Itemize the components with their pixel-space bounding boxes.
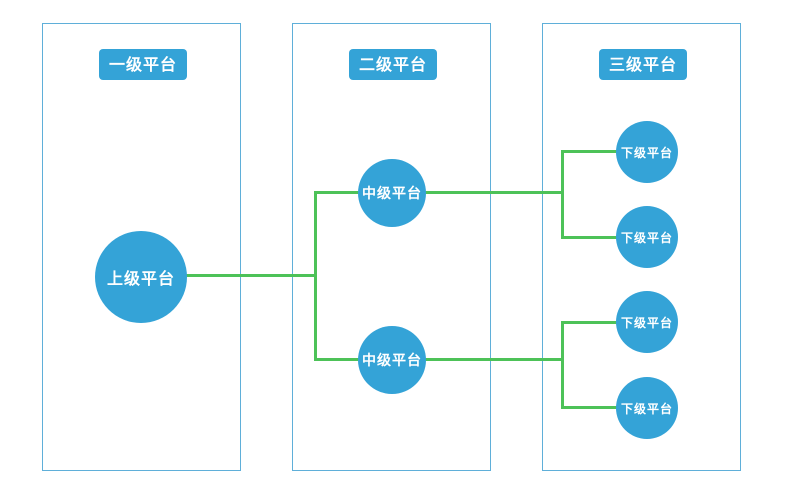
connector-root-to-mid-1 xyxy=(314,191,360,194)
node-sub-platform-2: 下级平台 xyxy=(616,206,678,268)
connector-root-branch-vertical xyxy=(314,191,317,361)
node-mid-platform-2: 中级平台 xyxy=(358,326,426,394)
header-level-2: 二级平台 xyxy=(349,49,437,80)
connector-mid-1-to-sub-2 xyxy=(561,236,618,239)
node-sub-platform-4: 下级平台 xyxy=(616,377,678,439)
connector-mid-2-to-sub-3 xyxy=(561,321,618,324)
connector-mid-2-to-sub-4 xyxy=(561,406,618,409)
header-level-1: 一级平台 xyxy=(99,49,187,80)
connector-mid-1-branch-vertical xyxy=(561,150,564,239)
connector-root-trunk xyxy=(185,274,317,277)
node-mid-platform-1: 中级平台 xyxy=(358,159,426,227)
node-sub-platform-1: 下级平台 xyxy=(616,121,678,183)
panel-level-2 xyxy=(292,23,491,471)
connector-mid-2-branch-vertical xyxy=(561,321,564,409)
connector-mid-2-trunk xyxy=(424,358,564,361)
node-parent-platform: 上级平台 xyxy=(95,231,187,323)
header-level-3: 三级平台 xyxy=(599,49,687,80)
connector-mid-1-to-sub-1 xyxy=(561,150,618,153)
connector-mid-1-trunk xyxy=(424,191,564,194)
connector-root-to-mid-2 xyxy=(314,358,360,361)
node-sub-platform-3: 下级平台 xyxy=(616,291,678,353)
